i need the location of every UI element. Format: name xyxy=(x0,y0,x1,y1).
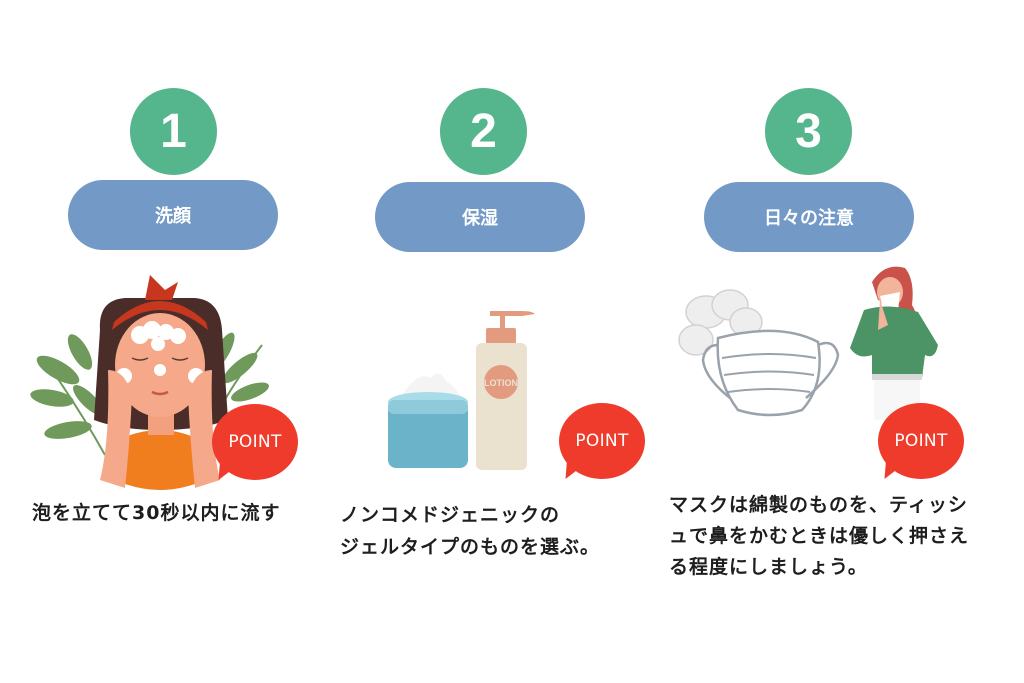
step-2-caption: ノンコメドジェニックの ジェルタイプのものを選ぶ。 xyxy=(340,504,601,558)
step-title: 保湿 xyxy=(462,208,498,229)
point-label: POINT xyxy=(575,431,629,451)
step-2-point-bubble: POINT xyxy=(559,403,645,484)
step-1-caption: 泡を立てて30秒以内に流す xyxy=(32,502,281,524)
step-number: 2 xyxy=(470,104,497,158)
step-2-number-circle: 2 xyxy=(440,88,527,175)
step-title: 日々の注意 xyxy=(764,208,854,229)
step-number: 3 xyxy=(795,104,822,158)
step-3-point-bubble: POINT xyxy=(878,403,964,484)
speech-bubble-icon xyxy=(559,403,645,479)
point-label: POINT xyxy=(894,431,948,451)
lotion-label-text: LOTION xyxy=(484,378,518,388)
step-1-point-bubble: POINT xyxy=(212,404,298,485)
step-3-number-circle: 3 xyxy=(765,88,852,175)
step-3-caption: マスクは綿製のものを、ティッシ ュで鼻をかむときは優しく押さえ る程度にしましょ… xyxy=(669,494,970,578)
point-label: POINT xyxy=(228,432,282,452)
speech-bubble-icon xyxy=(878,403,964,479)
step-1-title-pill: 洗顔 xyxy=(68,180,278,250)
step-title: 洗顔 xyxy=(155,206,191,227)
step-number: 1 xyxy=(160,104,187,158)
speech-bubble-icon xyxy=(212,404,298,480)
step-2-title-pill: 保湿 xyxy=(375,182,585,252)
step-1-number-circle: 1 xyxy=(130,88,217,175)
step-3-title-pill: 日々の注意 xyxy=(704,182,914,252)
